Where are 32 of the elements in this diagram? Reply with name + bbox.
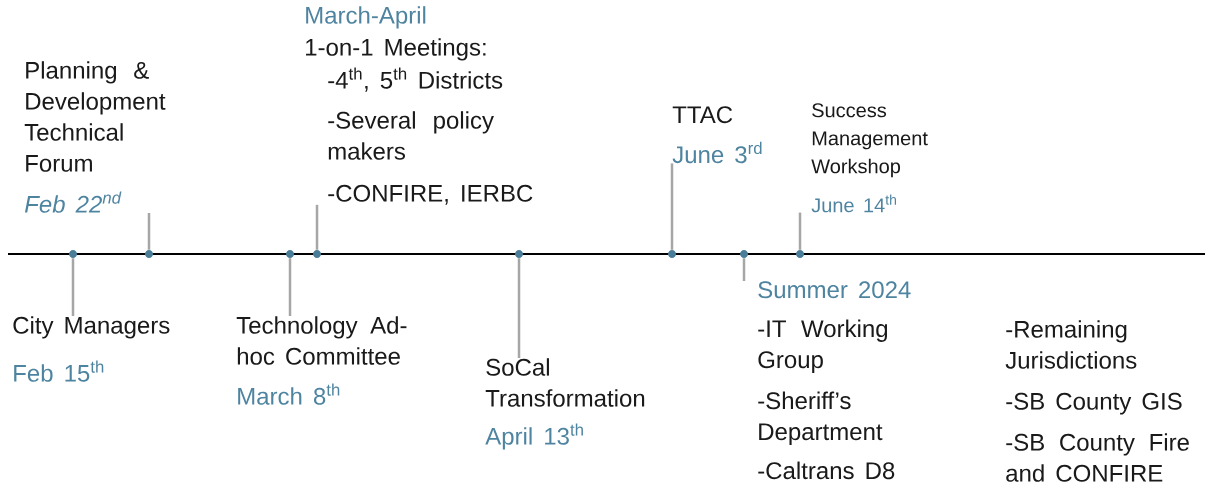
- leader-line: [517, 258, 521, 358]
- date-label: Feb 22$^{nd}$: [24, 191, 122, 213]
- leader-line: [670, 163, 674, 250]
- bullet-item: -Several policy makers: [328, 111, 494, 160]
- date-label: March 8$^{th}$: [238, 383, 340, 405]
- event-text: City Managers: [13, 316, 170, 339]
- leader-line: [798, 212, 802, 250]
- leader-line: [315, 204, 319, 250]
- bullet-item: -SB County GIS: [1006, 392, 1182, 415]
- bullet-item: -CONFIRE, IERBC: [328, 184, 533, 205]
- bullet-item: -SB County Fire and CONFIRE: [1006, 433, 1189, 482]
- event-text: TTAC: [672, 106, 733, 124]
- date-label: Summer 2024: [758, 281, 911, 299]
- bullet-item: -4$^{th}$, 5$^{th}$ Districts: [328, 67, 503, 92]
- leader-line: [288, 258, 292, 316]
- date-label: June 14$^{th}$: [811, 194, 896, 213]
- leader-line: [742, 258, 746, 281]
- event-text: 1-on-1 Meetings:: [306, 38, 486, 61]
- event-text: -Sheriff’s Department: [758, 391, 883, 445]
- date-label: June 3$^{rd}$: [672, 141, 762, 164]
- event-text: -IT Working Group: [758, 319, 888, 373]
- date-label: Feb 15$^{th}$: [14, 360, 104, 382]
- event-text: Success Management Workshop: [811, 103, 928, 178]
- event-text: Planning & Development Technical Forum: [24, 61, 166, 172]
- event-text: SoCal Transformation: [485, 358, 645, 407]
- event-text: -Caltrans D8: [758, 461, 895, 480]
- leader-line: [71, 258, 75, 316]
- leader-line: [147, 213, 151, 250]
- event-text: Technology Ad-hoc Committee: [236, 316, 407, 365]
- date-label: March-April: [306, 6, 426, 29]
- date-label: April 13$^{th}$: [485, 423, 583, 450]
- bullet-item: -Remaining Jurisdictions: [1005, 320, 1137, 369]
